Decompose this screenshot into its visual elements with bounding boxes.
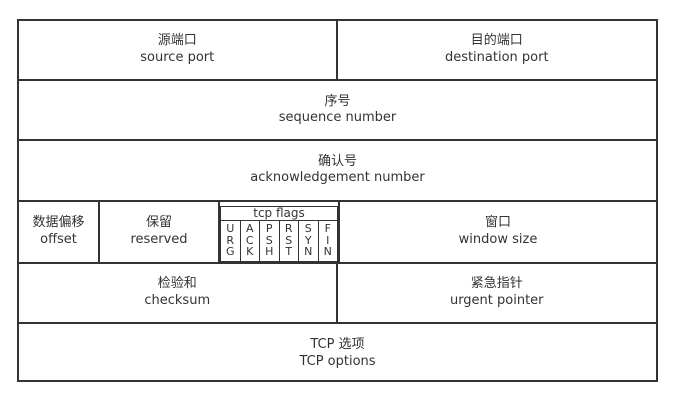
flag-fin-letter-2: I bbox=[326, 233, 330, 247]
flag-ack-letter-2: C bbox=[245, 233, 254, 247]
field-tcp-options-label-cn: TCP 选项 bbox=[310, 337, 365, 353]
flag-cell-rst: R S T bbox=[280, 220, 299, 261]
field-data-offset-label-cn: 数据偏移 bbox=[32, 214, 85, 230]
table-row-acknowledgement: 确认号 acknowledgement number bbox=[19, 141, 656, 202]
flags-title-wrap: tcp flags bbox=[220, 205, 338, 220]
field-sequence-number-label-en: sequence number bbox=[278, 110, 397, 126]
flag-cell-syn: S Y N bbox=[299, 220, 319, 261]
flags-title-label: tcp flags bbox=[220, 205, 338, 220]
field-acknowledgement-number: 确认号 acknowledgement number bbox=[19, 141, 656, 199]
flag-cell-psh: P S H bbox=[260, 220, 280, 261]
field-checksum: 检验和 checksum bbox=[19, 263, 338, 322]
flag-psh-letter-3: H bbox=[265, 245, 274, 259]
flag-cell-urg: U R G bbox=[221, 220, 241, 261]
field-data-offset: 数据偏移 offset bbox=[19, 201, 100, 262]
field-destination-port-label-en: destination port bbox=[444, 50, 549, 66]
field-urgent-pointer-label-en: urgent pointer bbox=[449, 292, 544, 308]
field-tcp-flags: tcp flags U R G A C K P S H bbox=[220, 201, 340, 262]
flag-urg-letter-2: R bbox=[226, 233, 235, 247]
flag-cell-ack: A C K bbox=[241, 220, 260, 261]
table-row-sequence: 序号 sequence number bbox=[19, 81, 656, 142]
field-source-port-label-cn: 源端口 bbox=[157, 33, 197, 49]
field-sequence-number: 序号 sequence number bbox=[19, 81, 656, 139]
field-acknowledgement-number-label-cn: 确认号 bbox=[317, 153, 357, 169]
field-reserved: 保留 reserved bbox=[100, 201, 220, 262]
flag-rst-letter-3: T bbox=[285, 245, 293, 259]
flag-cell-fin: F I N bbox=[319, 221, 338, 261]
flag-urg-letter-1: U bbox=[226, 222, 235, 236]
field-sequence-number-label-cn: 序号 bbox=[324, 93, 351, 109]
flags-cell-group: U R G A C K P S H R S T bbox=[220, 219, 338, 262]
table-row-ports: 源端口 source port 目的端口 destination port bbox=[19, 21, 657, 82]
flag-syn-letter-2: Y bbox=[304, 233, 312, 247]
field-acknowledgement-number-label-en: acknowledgement number bbox=[250, 170, 425, 186]
field-window-size: 窗口 window size bbox=[340, 202, 656, 262]
table-row-flags: 数据偏移 offset 保留 reserved tcp flags U R G … bbox=[19, 201, 656, 264]
flag-ack-letter-3: K bbox=[246, 245, 254, 259]
flag-syn-letter-3: N bbox=[304, 245, 313, 259]
field-tcp-options-label-en: TCP options bbox=[299, 353, 376, 369]
field-reserved-label-cn: 保留 bbox=[145, 214, 172, 230]
flag-ack-letter-1: A bbox=[245, 222, 254, 236]
field-window-size-label-en: window size bbox=[458, 231, 538, 247]
flag-rst-letter-1: R bbox=[284, 222, 293, 236]
tcp-header-diagram: 源端口 source port 目的端口 destination port 序号… bbox=[17, 19, 658, 382]
field-urgent-pointer-label-cn: 紧急指针 bbox=[470, 276, 523, 292]
field-checksum-label-en: checksum bbox=[144, 292, 211, 308]
field-destination-port: 目的端口 destination port bbox=[338, 21, 657, 79]
field-source-port: 源端口 source port bbox=[19, 21, 338, 80]
field-reserved-label-en: reserved bbox=[130, 231, 188, 247]
field-tcp-options: TCP 选项 TCP options bbox=[19, 324, 656, 384]
table-row-options: TCP 选项 TCP options bbox=[19, 324, 656, 384]
flag-psh-letter-1: P bbox=[265, 222, 273, 236]
field-urgent-pointer: 紧急指针 urgent pointer bbox=[338, 264, 657, 322]
field-data-offset-label-en: offset bbox=[40, 231, 77, 247]
flag-urg-letter-3: G bbox=[225, 245, 235, 259]
table-row-checksum: 检验和 checksum 紧急指针 urgent pointer bbox=[19, 263, 657, 324]
field-window-size-label-cn: 窗口 bbox=[484, 214, 511, 230]
field-destination-port-label-cn: 目的端口 bbox=[470, 33, 523, 49]
flag-fin-letter-3: N bbox=[323, 245, 332, 259]
flag-syn-letter-1: S bbox=[304, 222, 312, 236]
field-checksum-label-cn: 检验和 bbox=[157, 276, 197, 292]
field-source-port-label-en: source port bbox=[140, 50, 215, 66]
flag-psh-letter-2: S bbox=[265, 233, 273, 247]
flag-fin-letter-1: F bbox=[324, 222, 331, 236]
flag-rst-letter-2: S bbox=[285, 233, 293, 247]
